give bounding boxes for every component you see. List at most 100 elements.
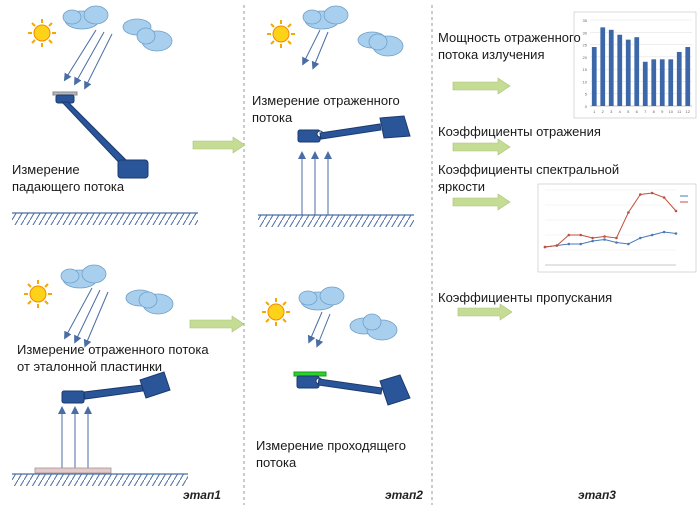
line-point xyxy=(638,193,642,196)
incident-label: Измерение падающего потока xyxy=(12,161,124,195)
incident-rays xyxy=(307,311,331,348)
bar-ytick-label: 35 xyxy=(583,18,588,23)
bar-xtick-label: 10 xyxy=(669,109,674,114)
reflected-label-line2: потока xyxy=(252,110,293,125)
stage-label-1: этап1 xyxy=(183,488,221,502)
stage-arrow xyxy=(452,77,511,95)
ground-hatch xyxy=(12,474,188,486)
line-point xyxy=(615,236,618,240)
bar-ytick-label: 30 xyxy=(583,30,588,35)
reference-label: Измерение отраженного потока от эталонно… xyxy=(17,341,209,375)
instrument-reflected xyxy=(297,115,411,143)
sun-icon xyxy=(267,20,295,48)
line-chart-series xyxy=(543,191,678,249)
stage-arrow xyxy=(452,193,511,211)
incident-rays xyxy=(302,29,329,70)
reflected-rays xyxy=(58,406,92,470)
line-point xyxy=(591,239,594,243)
cloud-icon xyxy=(62,5,173,52)
line-chart-legend xyxy=(680,195,688,203)
transmitted-label-line1: Измерение проходящего xyxy=(256,438,406,453)
instrument-reference xyxy=(61,371,171,404)
bar xyxy=(617,34,623,106)
stage-arrow xyxy=(452,138,511,156)
bar-xtick-label: 6 xyxy=(636,109,639,114)
stage-label-2: этап2 xyxy=(385,488,423,502)
power-label-line1: Мощность отраженного xyxy=(438,30,581,45)
bar xyxy=(634,37,640,107)
bar xyxy=(659,59,665,106)
incident-label-line1: Измерение xyxy=(12,162,80,177)
line-point xyxy=(638,236,642,240)
cloud-icon xyxy=(302,5,404,57)
bar-xtick-label: 12 xyxy=(686,109,691,114)
bar-ytick-label: 5 xyxy=(585,92,588,97)
brightness-label-line2: яркости xyxy=(438,179,486,194)
instrument-transmitted xyxy=(293,371,411,406)
bar-ytick-label: 15 xyxy=(583,67,588,72)
incident-rays xyxy=(64,287,109,348)
reflected-label: Измерение отраженного потока xyxy=(252,92,400,126)
reflection-label: Коэффициенты отражения xyxy=(438,123,601,140)
reflected-label-line1: Измерение отраженного xyxy=(252,93,400,108)
bar-chart-bars xyxy=(591,27,691,107)
line-chart xyxy=(537,183,697,273)
line-point xyxy=(579,233,583,237)
line-point xyxy=(603,238,606,241)
bar-xtick-label: 2 xyxy=(602,109,605,114)
reflected-rays xyxy=(298,151,332,215)
line-point xyxy=(627,242,630,246)
bar-xtick-label: 1 xyxy=(593,109,596,114)
bar xyxy=(676,51,682,106)
cloud-icon xyxy=(298,286,398,341)
bar-xtick-label: 9 xyxy=(661,109,664,114)
reflection-label-line1: Коэффициенты отражения xyxy=(438,124,601,139)
power-label: Мощность отраженного потока излучения xyxy=(438,29,581,63)
bar-ytick-label: 10 xyxy=(583,79,588,84)
brightness-label-line1: Коэффициенты спектральной xyxy=(438,162,620,177)
line-series-path xyxy=(544,231,677,248)
transmitted-label: Измерение проходящего потока xyxy=(256,437,406,471)
incident-label-line2: падающего потока xyxy=(12,179,125,194)
line-point xyxy=(662,196,666,199)
bar-chart-grid xyxy=(590,19,692,107)
bar-xtick-label: 4 xyxy=(619,109,622,114)
brightness-label: Коэффициенты спектральной яркости xyxy=(438,161,619,195)
bar-xtick-label: 5 xyxy=(627,109,630,114)
incident-rays xyxy=(63,29,113,90)
bar xyxy=(625,39,631,106)
bar-ytick-label: 20 xyxy=(583,55,588,60)
reference-plate xyxy=(34,467,112,474)
sun-icon xyxy=(24,280,52,308)
line-point xyxy=(567,233,571,237)
line-point xyxy=(627,211,630,214)
bar-xtick-label: 7 xyxy=(644,109,647,114)
bar xyxy=(685,47,691,106)
line-point xyxy=(591,236,594,240)
ground-hatch xyxy=(12,213,198,225)
transmission-label-line1: Коэффициенты пропускания xyxy=(438,290,613,305)
bar-xtick-label: 3 xyxy=(610,109,613,114)
line-point xyxy=(579,242,583,246)
bar-xtick-label: 11 xyxy=(677,109,682,114)
line-point xyxy=(543,245,547,249)
bar-ytick-label: 0 xyxy=(585,104,588,109)
bar xyxy=(651,59,657,106)
stage-arrow xyxy=(189,315,245,333)
line-point xyxy=(674,209,678,213)
power-label-line2: потока излучения xyxy=(438,47,545,62)
bar xyxy=(591,47,597,106)
line-series-path xyxy=(544,192,677,248)
transmitted-label-line2: потока xyxy=(256,455,297,470)
line-chart-grid xyxy=(545,189,676,266)
bar-xtick-label: 8 xyxy=(653,109,656,114)
line-point xyxy=(555,244,559,247)
cloud-icon xyxy=(60,264,174,315)
bar-ytick-label: 25 xyxy=(583,43,588,48)
reference-label-line1: Измерение отраженного потока xyxy=(17,342,209,357)
reference-label-line2: от эталонной пластинки xyxy=(17,359,163,374)
bar xyxy=(668,59,674,106)
line-point xyxy=(650,233,654,237)
